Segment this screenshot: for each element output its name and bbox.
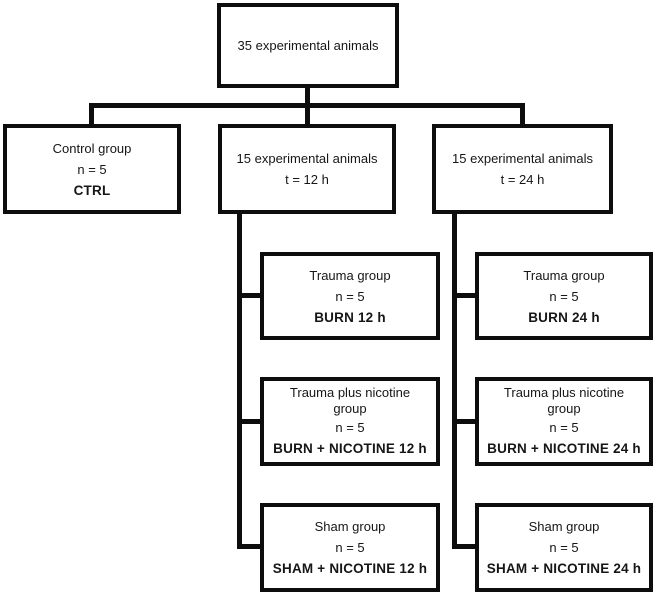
node-title: Trauma group (523, 267, 605, 283)
node-n: n = 5 (549, 540, 579, 555)
connector-branch-24h-2 (452, 419, 479, 424)
node-code: BURN + NICOTINE 24 h (487, 440, 641, 456)
connector-branch-24h-3 (452, 544, 479, 549)
connector-branch-12h-1 (237, 293, 264, 298)
node-trauma-12h: Trauma group n = 5 BURN 12 h (260, 252, 440, 340)
node-code: CTRL (73, 182, 111, 198)
connector-drop-24h (520, 103, 525, 126)
connector-branch-12h-3 (237, 544, 264, 549)
node-trauma-nicotine-24h: Trauma plus nicotine group n = 5 BURN + … (475, 377, 653, 466)
node-code: BURN 24 h (528, 309, 600, 325)
node-trauma-nicotine-12h: Trauma plus nicotine group n = 5 BURN + … (260, 377, 440, 466)
node-trauma-24h: Trauma group n = 5 BURN 24 h (475, 252, 653, 340)
node-n: n = 5 (77, 161, 107, 177)
node-code: BURN + NICOTINE 12 h (273, 440, 427, 456)
node-title: 15 experimental animals (452, 151, 593, 166)
connector-drop-12h (305, 103, 310, 126)
node-n: n = 5 (335, 540, 365, 555)
node-title-line2: group (547, 400, 581, 416)
node-root: 35 experimental animals (217, 3, 399, 88)
node-n: n = 5 (549, 288, 579, 304)
node-control-group: Control group n = 5 CTRL (3, 124, 181, 214)
node-title: Trauma group (309, 267, 391, 283)
node-cohort-24h: 15 experimental animals t = 24 h (432, 124, 613, 214)
node-cohort-12h: 15 experimental animals t = 12 h (218, 124, 396, 214)
node-sham-12h: Sham group n = 5 SHAM + NICOTINE 12 h (260, 503, 440, 592)
node-n: n = 5 (549, 419, 579, 435)
node-n: n = 5 (335, 419, 365, 435)
node-time: t = 12 h (285, 172, 329, 187)
node-title-line1: Trauma plus nicotine (289, 384, 411, 400)
connector-branch-12h-2 (237, 419, 264, 424)
node-title: Sham group (528, 519, 600, 534)
node-title-line1: Trauma plus nicotine (503, 384, 625, 400)
node-time: t = 24 h (500, 172, 545, 187)
node-title: 15 experimental animals (236, 151, 378, 166)
node-code: SHAM + NICOTINE 12 h (272, 561, 428, 576)
connector-drop-control (89, 103, 94, 126)
node-sham-24h: Sham group n = 5 SHAM + NICOTINE 24 h (475, 503, 653, 592)
connector-trunk-12h (237, 211, 242, 549)
node-code: BURN 12 h (314, 309, 386, 325)
node-title-line2: group (333, 400, 367, 416)
node-title: Control group (52, 140, 132, 156)
connector-branch-24h-1 (452, 293, 479, 298)
connector-root-drop (305, 86, 310, 105)
node-code: SHAM + NICOTINE 24 h (486, 561, 642, 576)
node-title: Sham group (314, 519, 386, 534)
node-root-label: 35 experimental animals (237, 38, 379, 53)
connector-trunk-24h (452, 211, 457, 549)
node-n: n = 5 (335, 288, 365, 304)
